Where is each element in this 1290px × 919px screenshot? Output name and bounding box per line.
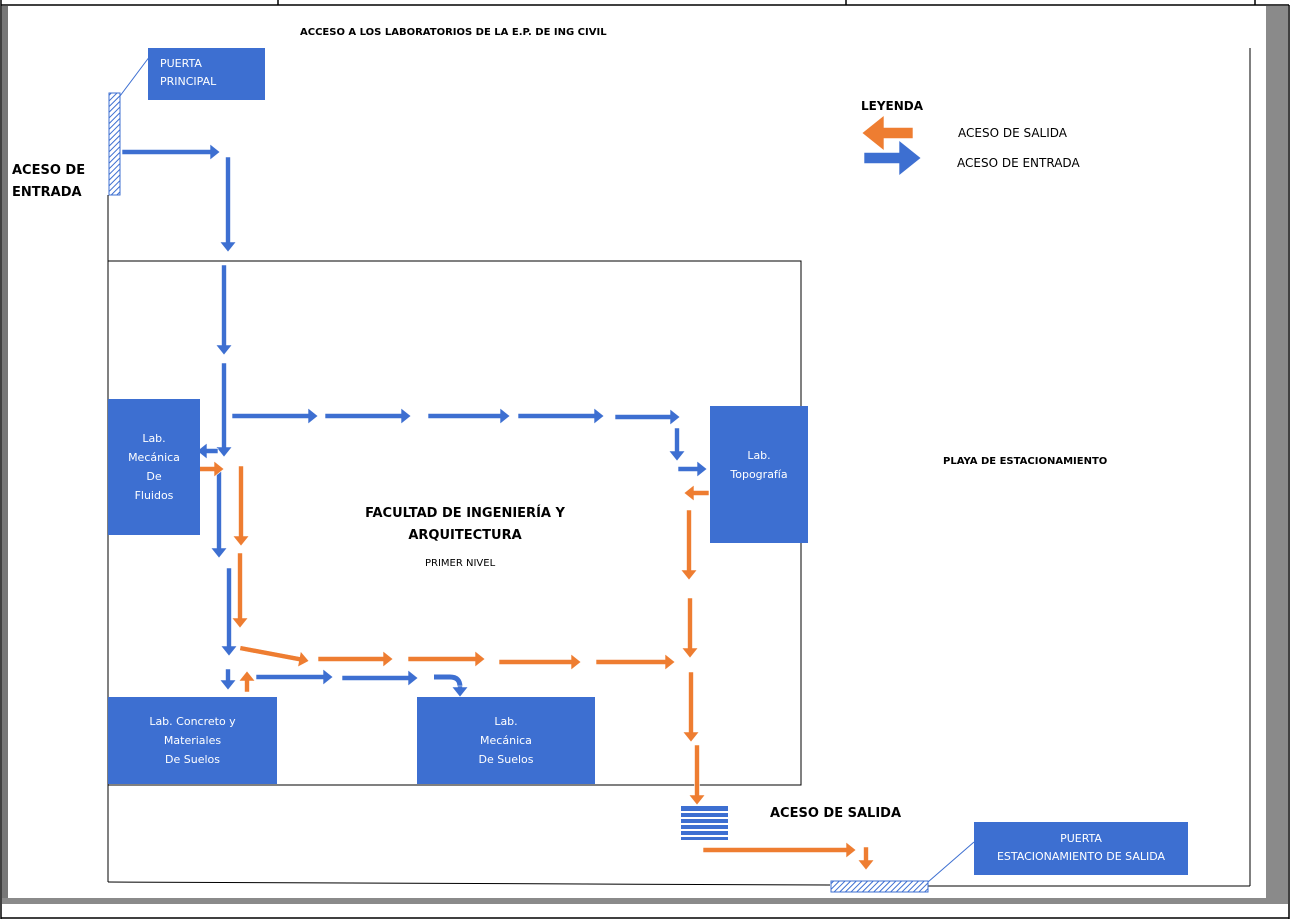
exit-route-arrows [198,114,914,871]
entry-arrow [451,685,469,698]
exit-door-box: PUERTA ESTACIONAMIENTO DE SALIDA [974,822,1188,875]
entry-arrow [677,460,708,478]
lab-concreto-label: Lab. Concreto y Materiales De Suelos [149,715,236,766]
entry-arrow [668,427,686,462]
main-door-leader [119,55,151,97]
scan-margin-right [1266,6,1288,904]
exit-access-label: ACESO DE SALIDA [770,806,902,821]
exit-door-label: PUERTA ESTACIONAMIENTO DE SALIDA [996,832,1166,863]
entry-arrow [341,669,419,687]
entry-arrow [427,407,511,425]
exit-door-leader [927,841,975,883]
stairs-icon [681,806,728,840]
lab-fluidos-label: Lab. Mecánica De Fluidos [128,432,180,502]
lab-topografia: Lab. Topografía [710,406,808,543]
lab-concreto: Lab. Concreto y Materiales De Suelos [108,697,277,784]
entry-arrow [324,407,412,425]
exit-arrow [683,484,710,502]
diagram-title: ACCESO A LOS LABORATORIOS DE LA E.P. DE … [300,27,607,38]
main-door [108,92,121,196]
legend-entry-label: ACESO DE ENTRADA [957,156,1080,170]
exit-arrow [857,846,875,871]
exit-arrow [680,509,698,581]
entry-arrow [219,668,237,691]
exit-arrow [682,671,700,743]
exit-arrow [681,597,699,659]
lab-fluidos: Lab. Mecánica De Fluidos [108,399,200,535]
main-door-label: PUERTA PRINCIPAL [160,57,217,88]
entry-arrow [196,442,219,460]
exit-arrow [231,552,249,629]
faculty-level: PRIMER NIVEL [425,558,496,569]
exit-arrow [407,650,486,668]
entry-arrow [220,567,238,657]
parking-label: PLAYA DE ESTACIONAMIENTO [943,456,1108,467]
exit-arrow [239,645,310,668]
exit-arrow [688,744,706,806]
exit-arrow [498,653,582,671]
entry-arrow [517,407,605,425]
exit-door [830,880,929,893]
lab-topografia-label: Lab. Topografía [730,448,788,481]
entry-arrow [215,264,233,356]
scan-margin-bottom [2,898,1288,904]
scan-margin-left [2,6,8,904]
main-door-box: PUERTA PRINCIPAL [148,48,265,100]
faculty-name: FACULTAD DE INGENIERÍA Y ARQUITECTURA [365,506,565,543]
legend-exit-label: ACESO DE SALIDA [958,126,1067,140]
exit-arrow [232,465,250,547]
exit-arrow [702,841,857,859]
exit-arrow [198,460,225,478]
entry-arrow [219,156,237,253]
entry-route-arrows [121,139,922,698]
entry-arrow [231,407,319,425]
entry-arrow [614,408,681,426]
lab-suelos-label: Lab. Mecánica De Suelos [478,715,534,766]
entry-side-label: ACESO DE ENTRADA [12,163,86,200]
entry-arrow [255,668,334,686]
exit-arrow [595,653,676,671]
legend-exit-arrow [861,114,914,152]
entry-arrow [210,469,228,559]
exit-arrow [317,650,394,668]
exit-arrow [238,670,256,693]
lab-suelos: Lab. Mecánica De Suelos [417,697,595,784]
entry-arrow [121,143,221,161]
legend-title: LEYENDA [861,99,924,113]
legend-entry-arrow [863,139,922,177]
entry-arrow [215,362,233,458]
